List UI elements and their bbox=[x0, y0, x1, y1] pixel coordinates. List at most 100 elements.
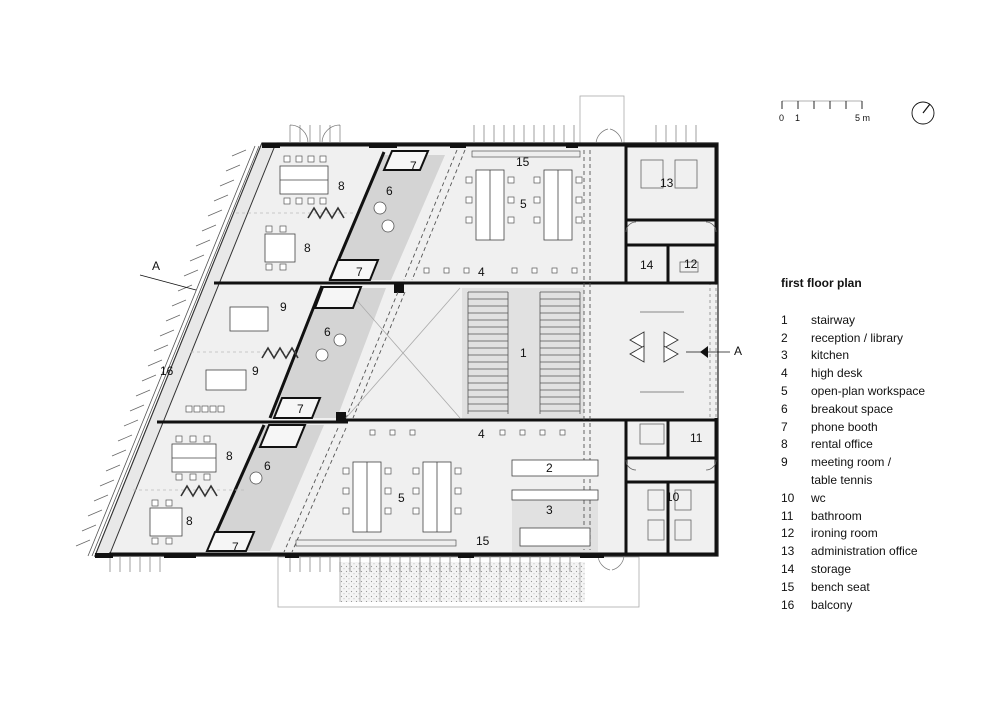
legend-item: 14 storage bbox=[781, 561, 991, 579]
entrance-doors bbox=[629, 331, 679, 363]
label-highdesk: 4 bbox=[478, 427, 485, 441]
terrace bbox=[277, 556, 640, 608]
columns bbox=[95, 143, 604, 558]
scale-bar: 0 1 5 m bbox=[779, 100, 870, 123]
legend-item-text: meeting room / bbox=[811, 455, 892, 470]
legend-item: 11 bathroom bbox=[781, 508, 991, 526]
label-admin: 13 bbox=[660, 176, 674, 190]
section-marker-a bbox=[139, 274, 730, 353]
legend-item-number: 16 bbox=[781, 597, 795, 612]
stairway bbox=[345, 287, 581, 419]
label-wc: 10 bbox=[666, 490, 680, 504]
label-rental: 8 bbox=[338, 179, 345, 193]
label-bath: 11 bbox=[690, 431, 703, 445]
label-bench: 15 bbox=[516, 155, 530, 169]
label-kitchen: 3 bbox=[546, 503, 553, 517]
legend-item: 10 wc bbox=[781, 490, 991, 508]
acoustic-panels bbox=[180, 206, 345, 498]
legend: first floor plan 1 stairway 2 reception / l… bbox=[781, 275, 991, 614]
legend-title: first floor plan bbox=[781, 276, 862, 290]
section-a-label: A bbox=[734, 344, 742, 358]
label-booth: 7 bbox=[410, 159, 417, 173]
top-window-swings bbox=[289, 124, 697, 144]
legend-item: 12 ironing room bbox=[781, 525, 991, 543]
label-breakout: 6 bbox=[324, 325, 331, 339]
legend-item: 16 balcony bbox=[781, 597, 991, 615]
legend-item-text: breakout space bbox=[811, 401, 894, 416]
legend-item-number: 1 bbox=[781, 312, 788, 327]
legend-item-text: open-plan workspace bbox=[811, 383, 926, 398]
legend-item: 3 kitchen bbox=[781, 347, 991, 365]
legend-item-text: storage bbox=[811, 561, 852, 576]
label-bench: 15 bbox=[476, 534, 490, 548]
legend-item: 7 phone booth bbox=[781, 419, 991, 437]
legend-item: 6 breakout space bbox=[781, 401, 991, 419]
legend-item-text: kitchen bbox=[811, 348, 850, 363]
label-workspace: 5 bbox=[520, 197, 527, 211]
legend-item-text: phone booth bbox=[811, 419, 878, 434]
legend-item: 9 meeting room / bbox=[781, 454, 991, 472]
legend-item-text: wc bbox=[811, 490, 826, 505]
label-breakout: 6 bbox=[264, 459, 271, 473]
legend-item-number: 12 bbox=[781, 526, 795, 541]
legend-item: 5 open-plan workspace bbox=[781, 383, 991, 401]
legend-item-number: 2 bbox=[781, 330, 788, 345]
legend-item-number: 9 bbox=[781, 455, 788, 470]
legend-item: 15 bench seat bbox=[781, 579, 991, 597]
label-balcony: 16 bbox=[160, 364, 174, 378]
bottom-window-swings bbox=[109, 555, 625, 572]
legend-item: 8 rental office bbox=[781, 436, 991, 454]
label-meeting: 9 bbox=[280, 300, 287, 314]
legend-item: 4 high desk bbox=[781, 365, 991, 383]
room-numbers: 7 6 8 8 7 9 6 9 16 7 8 6 8 7 15 5 4 1 4 … bbox=[152, 155, 742, 554]
legend-item: 1 stairway bbox=[781, 312, 991, 330]
balcony-railing bbox=[87, 145, 260, 557]
legend-item-text: stairway bbox=[811, 312, 856, 327]
legend-item-number: 11 bbox=[781, 508, 794, 523]
legend-item-number: 5 bbox=[781, 383, 788, 398]
label-storage: 14 bbox=[640, 258, 654, 272]
balcony-doors bbox=[75, 149, 247, 547]
legend-item-number: 14 bbox=[781, 561, 795, 576]
phone-booths bbox=[205, 150, 430, 552]
breakout-strips bbox=[206, 155, 445, 551]
label-rental: 8 bbox=[226, 449, 233, 463]
legend-item-number: 15 bbox=[781, 579, 795, 594]
legend-item-text: high desk bbox=[811, 366, 863, 381]
north-arrow-icon bbox=[911, 101, 935, 125]
label-workspace: 5 bbox=[398, 491, 405, 505]
label-highdesk: 4 bbox=[478, 265, 485, 279]
section-a-label: A bbox=[152, 259, 160, 273]
legend-item-number: 6 bbox=[781, 401, 788, 416]
label-booth: 7 bbox=[297, 402, 304, 416]
chairs bbox=[151, 150, 583, 547]
label-stair: 1 bbox=[520, 346, 527, 360]
legend-item-number: 4 bbox=[781, 366, 788, 381]
legend-item-text: ironing room bbox=[811, 526, 878, 541]
label-ironing: 12 bbox=[684, 257, 698, 271]
legend-item-continuation: table tennis bbox=[811, 472, 873, 487]
legend-item-text: bathroom bbox=[811, 508, 862, 523]
legend-item-number: 13 bbox=[781, 544, 795, 559]
workspace-desks bbox=[149, 165, 599, 547]
svg-text:0: 0 bbox=[779, 113, 784, 123]
core-rooms bbox=[624, 144, 718, 556]
svg-text:5 m: 5 m bbox=[855, 113, 870, 123]
legend-item-text: bench seat bbox=[811, 579, 870, 594]
legend-item-text: administration office bbox=[811, 544, 918, 559]
legend-item-number: 7 bbox=[781, 419, 788, 434]
label-rental: 8 bbox=[304, 241, 311, 255]
legend-item-text: reception / library bbox=[811, 330, 904, 345]
legend-item-text: rental office bbox=[811, 437, 873, 452]
legend-item-number: 10 bbox=[781, 490, 795, 505]
label-meeting: 9 bbox=[252, 364, 259, 378]
legend-item-text: balcony bbox=[811, 597, 853, 612]
label-booth: 7 bbox=[232, 540, 239, 554]
legend-item: 2 reception / library bbox=[781, 330, 991, 348]
label-reception: 2 bbox=[546, 461, 553, 475]
legend-item: 13 administration office bbox=[781, 543, 991, 561]
legend-item-number: 8 bbox=[781, 437, 788, 452]
legend-item-number: 3 bbox=[781, 348, 788, 363]
label-booth: 7 bbox=[356, 265, 363, 279]
